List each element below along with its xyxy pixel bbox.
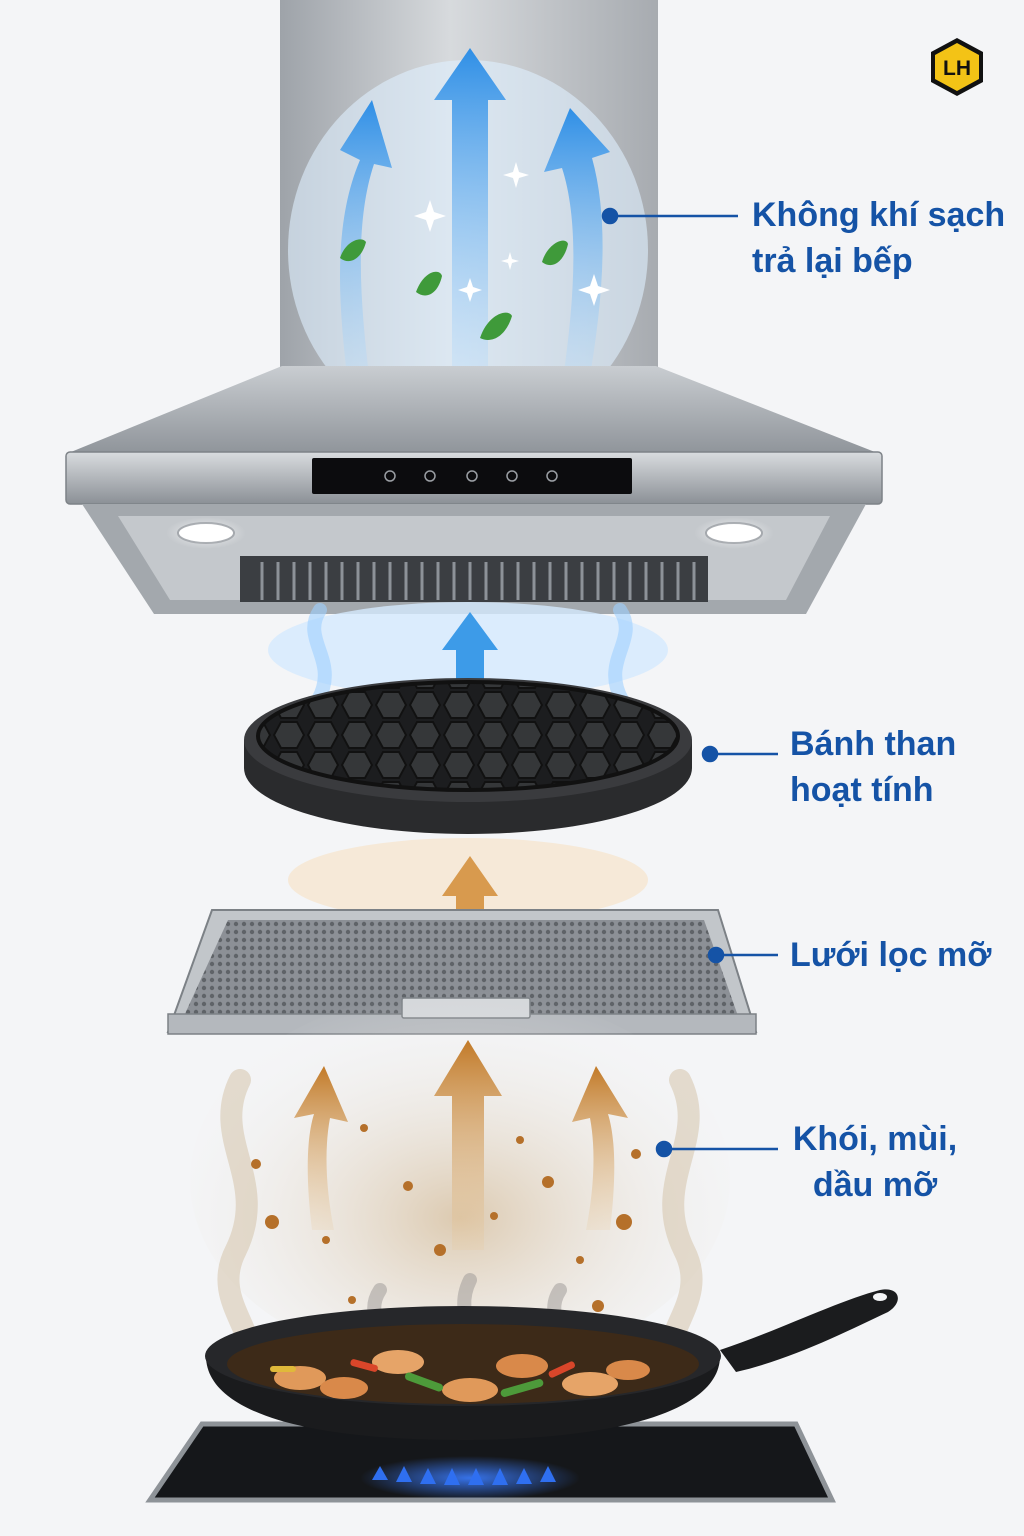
- clean-air-arrows: [340, 48, 610, 410]
- logo-text: LH: [943, 57, 971, 80]
- hexagon-logo-icon: LH: [931, 38, 983, 96]
- oil-droplets: [251, 1124, 641, 1312]
- hood-control-panel: [312, 458, 632, 494]
- label-clean-air: Không khí sạch trả lại bếp: [752, 192, 1005, 284]
- light-button-icon[interactable]: [546, 470, 558, 482]
- clean-air-arrow-icon: [544, 108, 610, 400]
- label-carbon-filter-line1: Bánh than: [790, 725, 957, 763]
- label-carbon-filter-line2: hoạt tính: [790, 771, 934, 809]
- timer-icon[interactable]: [506, 470, 518, 482]
- label-grease-filter-line1: Lưới lọc mỡ: [790, 936, 992, 974]
- label-clean-air-line2: trả lại bếp: [752, 242, 913, 280]
- sparkle-icon: [503, 162, 529, 188]
- label-carbon-filter: Bánh than hoạt tính: [790, 721, 956, 813]
- filtered-air-flow: [268, 602, 668, 707]
- oil-droplet-icon: [322, 1236, 330, 1244]
- sparkle-icon: [501, 252, 519, 270]
- flame-icon: [372, 1466, 556, 1485]
- leaf-icon: [340, 239, 366, 262]
- label-smoke: Khói, mùi, dầu mỡ: [790, 1116, 960, 1208]
- oil-droplet-icon: [434, 1244, 446, 1256]
- label-smoke-line1: Khói, mùi,: [792, 1120, 958, 1158]
- smoke-arrows: [294, 1040, 628, 1250]
- oil-droplet-icon: [592, 1300, 604, 1312]
- label-smoke-line2: dầu mỡ: [812, 1166, 938, 1204]
- fan-speed-up-icon[interactable]: [466, 470, 478, 482]
- clean-air-arrow-icon: [340, 100, 392, 400]
- label-clean-air-line1: Không khí sạch: [752, 196, 1006, 234]
- sparkle-icon: [458, 278, 482, 302]
- sparkle-icon: [414, 200, 446, 232]
- leaves: [340, 239, 568, 340]
- stir-fry-food: [270, 1350, 650, 1402]
- oil-droplet-icon: [403, 1181, 413, 1191]
- leaf-icon: [480, 312, 512, 340]
- smoke-arrow-icon: [572, 1066, 628, 1230]
- grease-filter: [166, 909, 758, 1035]
- cooktop: [145, 1421, 836, 1503]
- sparkle-icon: [578, 274, 610, 306]
- oil-droplet-icon: [542, 1176, 554, 1188]
- oil-droplet-icon: [516, 1136, 524, 1144]
- clean-air-arrow-icon: [434, 48, 506, 410]
- oil-droplet-icon: [616, 1214, 632, 1230]
- leader-lines: [601, 207, 778, 1158]
- power-button-icon[interactable]: [384, 470, 396, 482]
- label-grease-filter: Lưới lọc mỡ: [790, 932, 991, 978]
- carbon-filter: [244, 678, 692, 834]
- oil-droplet-icon: [631, 1149, 641, 1159]
- oil-droplet-icon: [576, 1256, 584, 1264]
- oil-droplet-icon: [490, 1212, 498, 1220]
- leaf-icon: [416, 271, 442, 296]
- oil-droplet-icon: [251, 1159, 261, 1169]
- clean-air-arrow-icon: [442, 612, 498, 690]
- range-hood: [65, 366, 883, 614]
- oil-droplet-icon: [360, 1124, 368, 1132]
- leaf-icon: [542, 240, 568, 266]
- smoke-arrow-icon: [434, 1040, 502, 1250]
- oil-droplet-icon: [348, 1296, 356, 1304]
- sparkles: [414, 162, 610, 306]
- oil-droplet-icon: [265, 1215, 279, 1229]
- smoke-arrow-icon: [294, 1066, 348, 1230]
- fan-speed-down-icon[interactable]: [424, 470, 436, 482]
